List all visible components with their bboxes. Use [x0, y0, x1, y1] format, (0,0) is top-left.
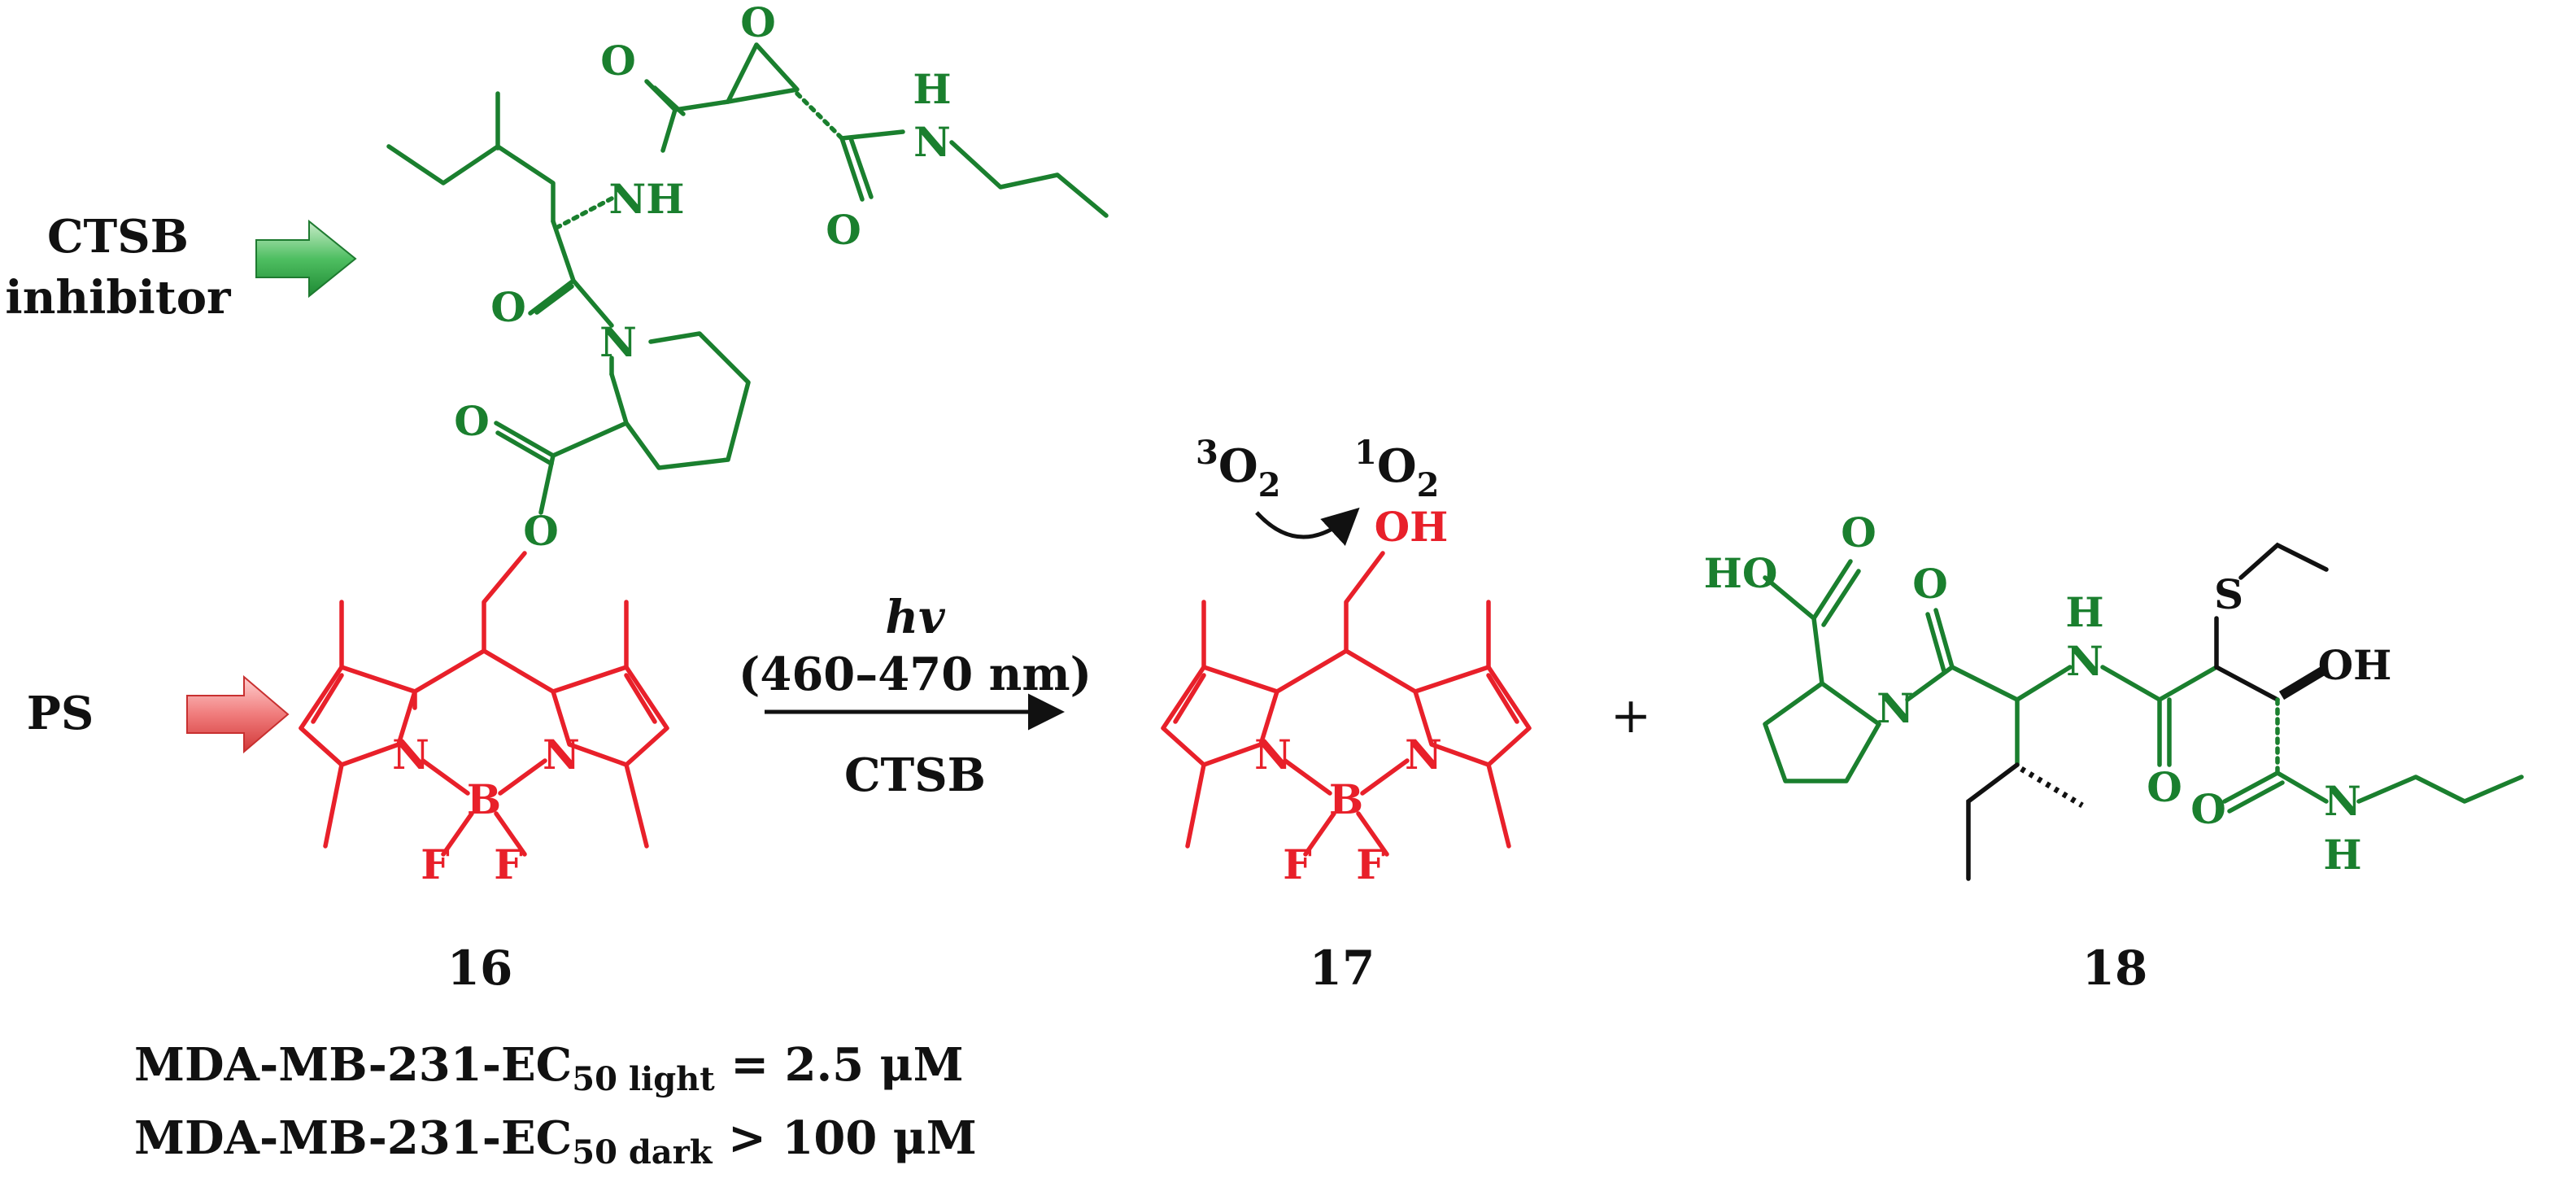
- atom-n-left-17: N: [1254, 731, 1292, 779]
- oxygen-conversion: 3O2 1O2: [1196, 434, 1439, 546]
- triplet-oxygen: 3O2: [1196, 434, 1280, 504]
- red-block-arrow-icon: [186, 674, 290, 754]
- atom-n-left: N: [392, 731, 429, 779]
- atom-n-pyrrolidine: N: [599, 318, 637, 366]
- atom-o-acid: O: [1841, 508, 1876, 556]
- atom-h-amide: H: [913, 65, 951, 113]
- compound-16-bodipy-moiety: N N B F F: [299, 551, 669, 888]
- inhibitor-label: CTSB inhibitor: [5, 210, 232, 325]
- compound-18: HO O N O H N O S OH O N H 18: [1704, 508, 2524, 996]
- compound-18-structure: HO O N O H N O S OH O N H: [1704, 508, 2524, 881]
- atom-f-1-17: F: [1283, 840, 1312, 888]
- atom-o-ester-carbonyl: O: [454, 397, 490, 445]
- compound-17-bodipy: OH N N B F F: [1161, 503, 1532, 888]
- compound-16-inhibitor-moiety: O O H N NH O O N O O: [386, 0, 1109, 555]
- arrow-condition-light: hv: [885, 591, 946, 644]
- green-block-arrow-icon: [255, 219, 357, 299]
- atom-o-amide-1: O: [600, 37, 636, 85]
- atom-o-carbonyl: O: [490, 283, 526, 331]
- atom-ho: HO: [1704, 549, 1778, 597]
- atom-n-pyrrolidine-18: N: [1876, 684, 1914, 732]
- atom-o-epoxide: O: [740, 0, 776, 46]
- arrow-condition-enzyme: CTSB: [844, 748, 986, 802]
- arrow-condition-wavelength: (460–470 nm): [739, 648, 1092, 701]
- ec50-dark: MDA-MB-231-EC50 dark > 100 μM: [134, 1111, 977, 1172]
- atom-o-ester: O: [523, 507, 559, 555]
- compound-16: O O H N NH O O N O O: [299, 0, 1109, 996]
- atom-f-2-17: F: [1356, 840, 1385, 888]
- atom-h-nh-18: H: [2065, 588, 2103, 636]
- atom-f-1: F: [421, 840, 450, 888]
- atom-f-2: F: [494, 840, 523, 888]
- atom-nh: NH: [609, 175, 685, 223]
- atom-o-amide-2-18: O: [2147, 763, 2182, 811]
- singlet-oxygen: 1O2: [1354, 434, 1439, 504]
- atom-b-17: B: [1329, 775, 1363, 823]
- plus-sign: +: [1611, 687, 1651, 744]
- atom-b: B: [467, 775, 501, 823]
- atom-n-right-17: N: [1405, 731, 1442, 779]
- atom-n-amide: N: [913, 118, 951, 166]
- atom-oh-18: OH: [2318, 641, 2392, 689]
- atom-o-amide-3-18: O: [2190, 785, 2226, 833]
- compound-17: OH N N B F F 17: [1161, 503, 1532, 996]
- atom-n-amide-18: N: [2324, 777, 2361, 825]
- atom-s: S: [2214, 570, 2243, 618]
- ec50-light: MDA-MB-231-EC50 light = 2.5 μM: [134, 1038, 964, 1098]
- ec50-values: MDA-MB-231-EC50 light = 2.5 μM MDA-MB-23…: [134, 1038, 977, 1172]
- atom-o-amide-2: O: [826, 206, 861, 254]
- atom-h-amide-18: H: [2323, 831, 2361, 879]
- reaction-arrow: hv (460–470 nm) CTSB: [739, 591, 1092, 802]
- compound-number-16: 16: [447, 940, 513, 996]
- atom-oh: OH: [1375, 503, 1449, 551]
- inhibitor-label-line2: inhibitor: [5, 271, 232, 325]
- compound-number-18: 18: [2082, 940, 2148, 996]
- compound-number-17: 17: [1310, 940, 1375, 996]
- atom-n-nh-18: N: [2066, 637, 2103, 685]
- ps-label: PS: [27, 687, 94, 740]
- atom-n-right: N: [543, 731, 580, 779]
- atom-o-amide-18: O: [1912, 560, 1948, 608]
- inhibitor-label-line1: CTSB: [47, 210, 189, 264]
